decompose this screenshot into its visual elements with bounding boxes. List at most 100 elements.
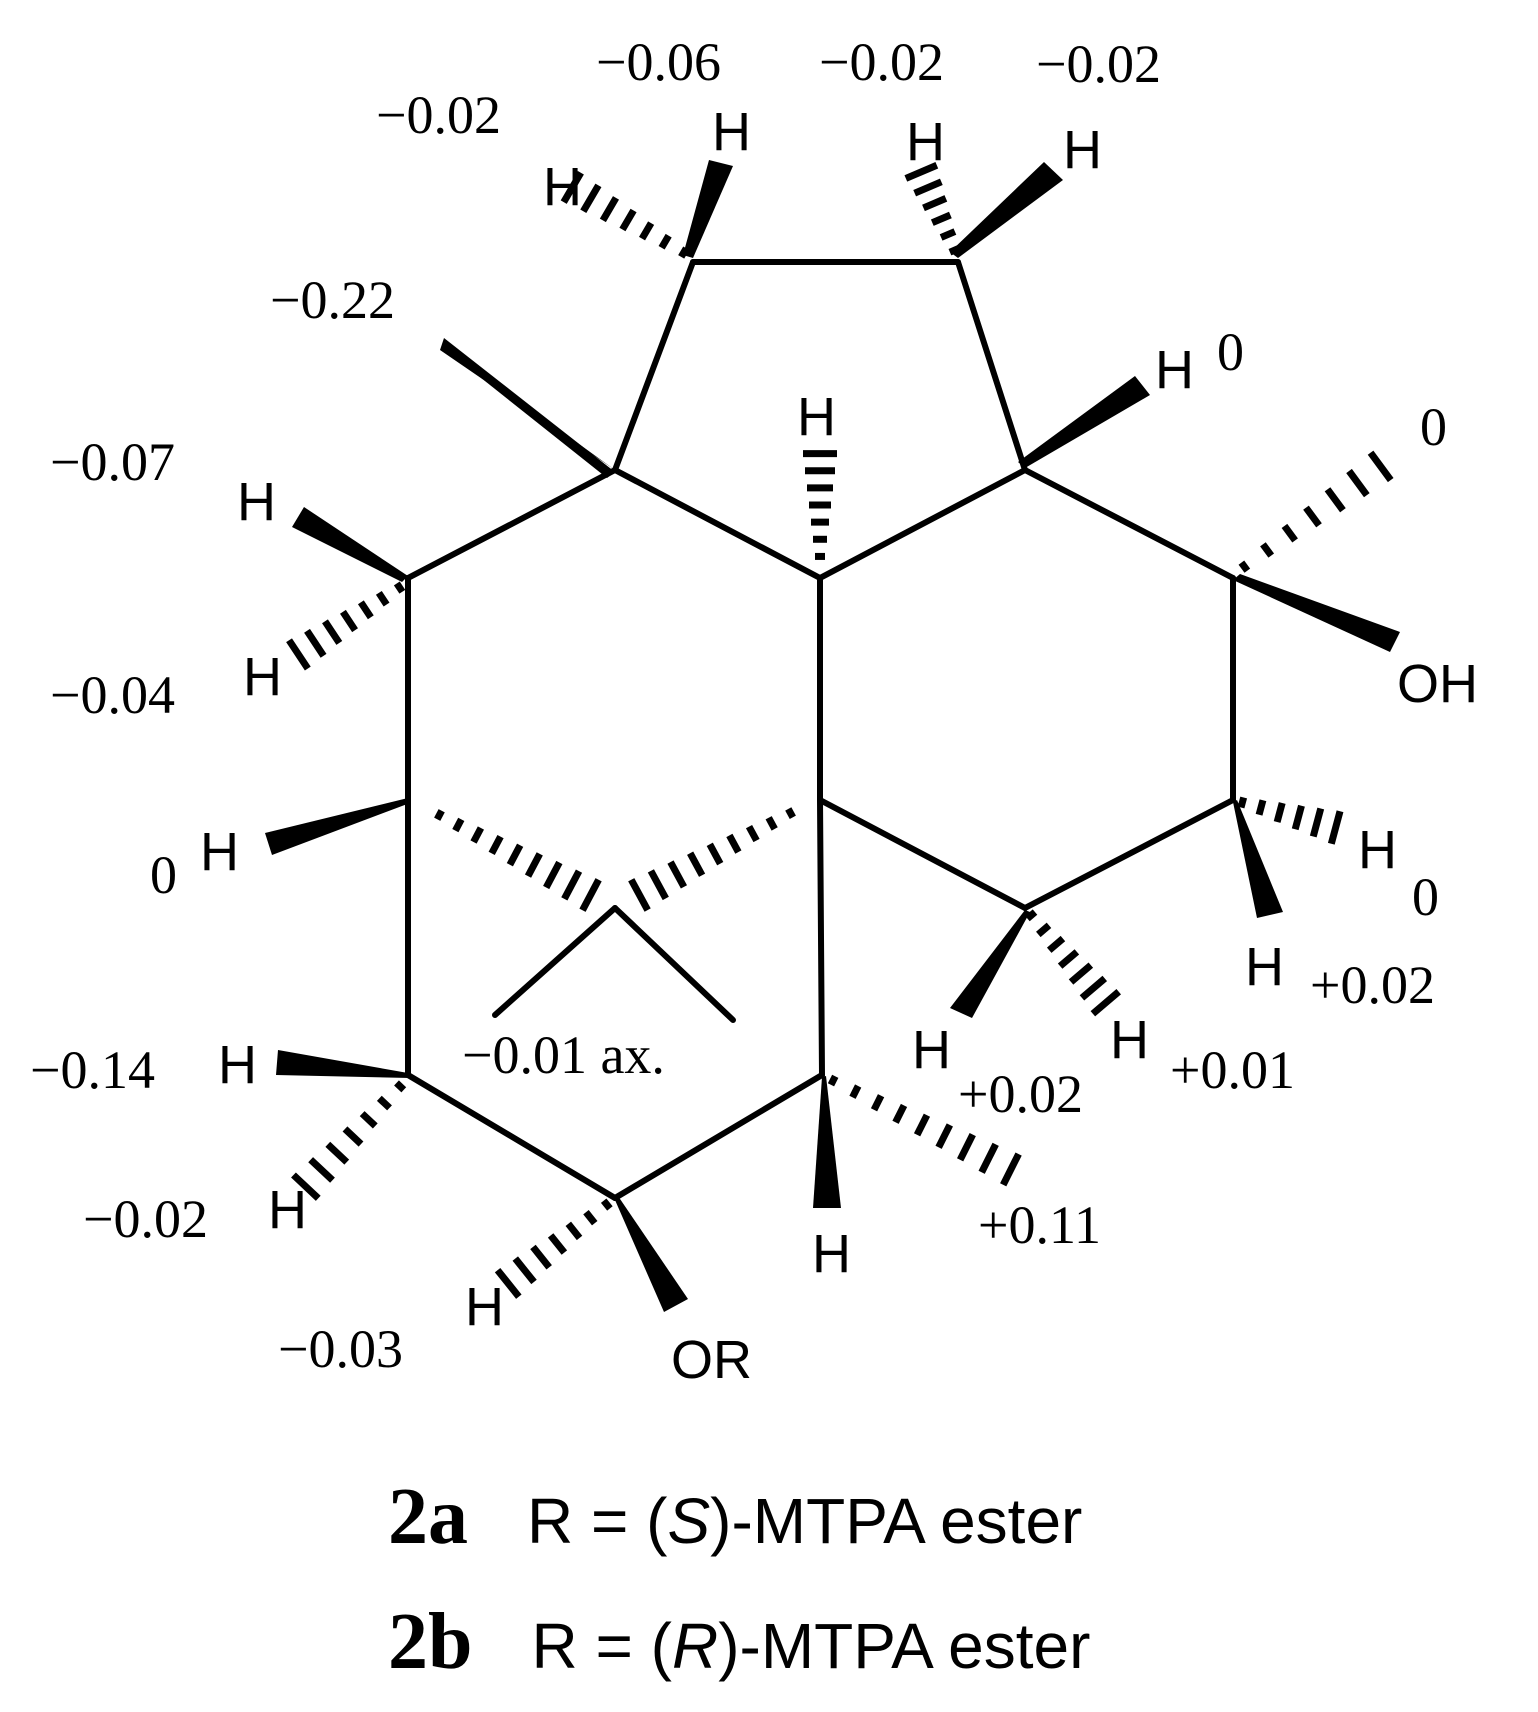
shift-values: −0.02 −0.06 −0.02 −0.02 −0.22 −0.07 −0.0… xyxy=(30,32,1447,1379)
hash-segment xyxy=(1068,962,1094,985)
atom-h: H xyxy=(268,1180,307,1240)
atom-h: H xyxy=(1063,120,1102,180)
caption-post: )-MTPA ester xyxy=(710,1485,1082,1557)
caption-pre: R = ( xyxy=(527,1485,667,1557)
hash-segment xyxy=(291,1172,321,1201)
hash-segment xyxy=(1281,523,1298,543)
atom-h: H xyxy=(1155,340,1194,400)
wedge-bond xyxy=(1233,574,1400,652)
hash-segment xyxy=(583,1210,598,1226)
hash-segment xyxy=(1090,989,1121,1017)
hash-segment xyxy=(342,1126,364,1147)
hash-segment xyxy=(512,1256,537,1285)
bond xyxy=(405,467,618,581)
shift-value: −0.03 xyxy=(278,1319,403,1379)
shift-value: −0.07 xyxy=(50,432,175,492)
hash-segment xyxy=(939,228,957,241)
caption-post: )-MTPA ester xyxy=(718,1610,1090,1682)
atom-h: H xyxy=(218,1035,257,1095)
hash-segment xyxy=(322,619,343,645)
hash-segment xyxy=(922,195,948,212)
hash-segment xyxy=(1291,804,1305,831)
hash-segment xyxy=(1000,1152,1022,1187)
hash-segment xyxy=(560,170,584,204)
hash-segment xyxy=(978,1142,999,1174)
hash-segment xyxy=(628,878,651,912)
hash-segment xyxy=(530,1244,552,1270)
hash-segment xyxy=(470,826,485,844)
caption-2b: 2b R = (R)-MTPA ester xyxy=(388,1598,1090,1686)
atom-h: H xyxy=(1110,1010,1149,1070)
shift-value: +0.02 xyxy=(1310,955,1435,1015)
shift-value: −0.02 xyxy=(819,32,944,92)
hash-segment xyxy=(394,1080,407,1093)
hash-segment xyxy=(434,809,445,821)
shift-value: −0.02 xyxy=(1036,34,1161,94)
hash-segment xyxy=(579,878,602,912)
atom-h: H xyxy=(243,647,282,707)
hash-segment xyxy=(930,211,952,226)
hash-segment xyxy=(488,835,504,855)
hash-segment xyxy=(561,869,583,901)
shift-value: −0.02 xyxy=(376,85,501,145)
bond xyxy=(612,259,696,473)
hash-segment xyxy=(1367,450,1394,483)
caption-config: R xyxy=(672,1610,718,1682)
hash-segment xyxy=(849,1084,862,1099)
caption-2a: 2a R = (S)-MTPA ester xyxy=(388,1473,1082,1561)
hash-segment xyxy=(687,851,706,877)
shift-value: −0.22 xyxy=(270,270,395,330)
hash-segment xyxy=(340,609,358,633)
compound-captions: 2a R = (S)-MTPA ester 2b R = (R)-MTPA es… xyxy=(388,1473,1090,1686)
bond xyxy=(405,1072,618,1201)
hash-segment xyxy=(765,816,778,831)
bond xyxy=(612,467,823,581)
atom-h: H xyxy=(200,822,239,882)
shift-value: −0.01 ax. xyxy=(462,1025,665,1085)
atom-h: H xyxy=(912,1020,951,1080)
hash-segment xyxy=(1025,909,1038,922)
hash-segment xyxy=(706,842,724,866)
hash-segment xyxy=(1260,542,1275,558)
bond xyxy=(817,467,1028,581)
shift-value: −0.06 xyxy=(596,32,721,92)
wedge-bond xyxy=(1018,376,1150,468)
atom-h: H xyxy=(712,102,751,162)
hash-segment xyxy=(658,233,672,250)
hash-segment xyxy=(1237,796,1248,809)
atom-h: H xyxy=(797,387,836,447)
shift-value: +0.02 xyxy=(958,1064,1083,1124)
hash-segment xyxy=(667,860,688,889)
bond xyxy=(1022,797,1236,911)
atom-h: H xyxy=(237,472,276,532)
wedge-bond xyxy=(292,507,408,582)
hash-segment xyxy=(375,590,390,607)
bond xyxy=(817,797,1028,911)
hash-segment xyxy=(325,1141,350,1165)
hash-segment xyxy=(393,581,406,594)
hash-segment xyxy=(1327,810,1344,845)
bond xyxy=(612,1072,825,1201)
hash-segment xyxy=(494,1267,522,1299)
hash-segment xyxy=(647,869,669,901)
hash-segment xyxy=(785,807,796,819)
wedge-bond xyxy=(950,910,1030,1018)
shift-value: 0 xyxy=(150,845,177,905)
hash-segment xyxy=(1303,505,1322,528)
atom-h: H xyxy=(543,157,582,217)
atom-oh: OH xyxy=(1397,654,1478,714)
hash-segment xyxy=(580,183,602,214)
hash-segment xyxy=(827,1074,839,1087)
hash-segment xyxy=(308,1157,335,1183)
shift-value: +0.01 xyxy=(1170,1040,1295,1100)
atom-h: H xyxy=(906,112,945,172)
hash-segment xyxy=(1057,949,1080,969)
hash-segment xyxy=(619,208,637,232)
wedge-bond xyxy=(683,160,733,258)
wedge-bond xyxy=(615,1196,688,1312)
wedge-bonds xyxy=(265,160,1400,1312)
shift-value: 0 xyxy=(1412,867,1439,927)
hash-segment xyxy=(1309,807,1325,838)
bond xyxy=(612,905,736,1023)
atom-h: H xyxy=(465,1277,504,1337)
